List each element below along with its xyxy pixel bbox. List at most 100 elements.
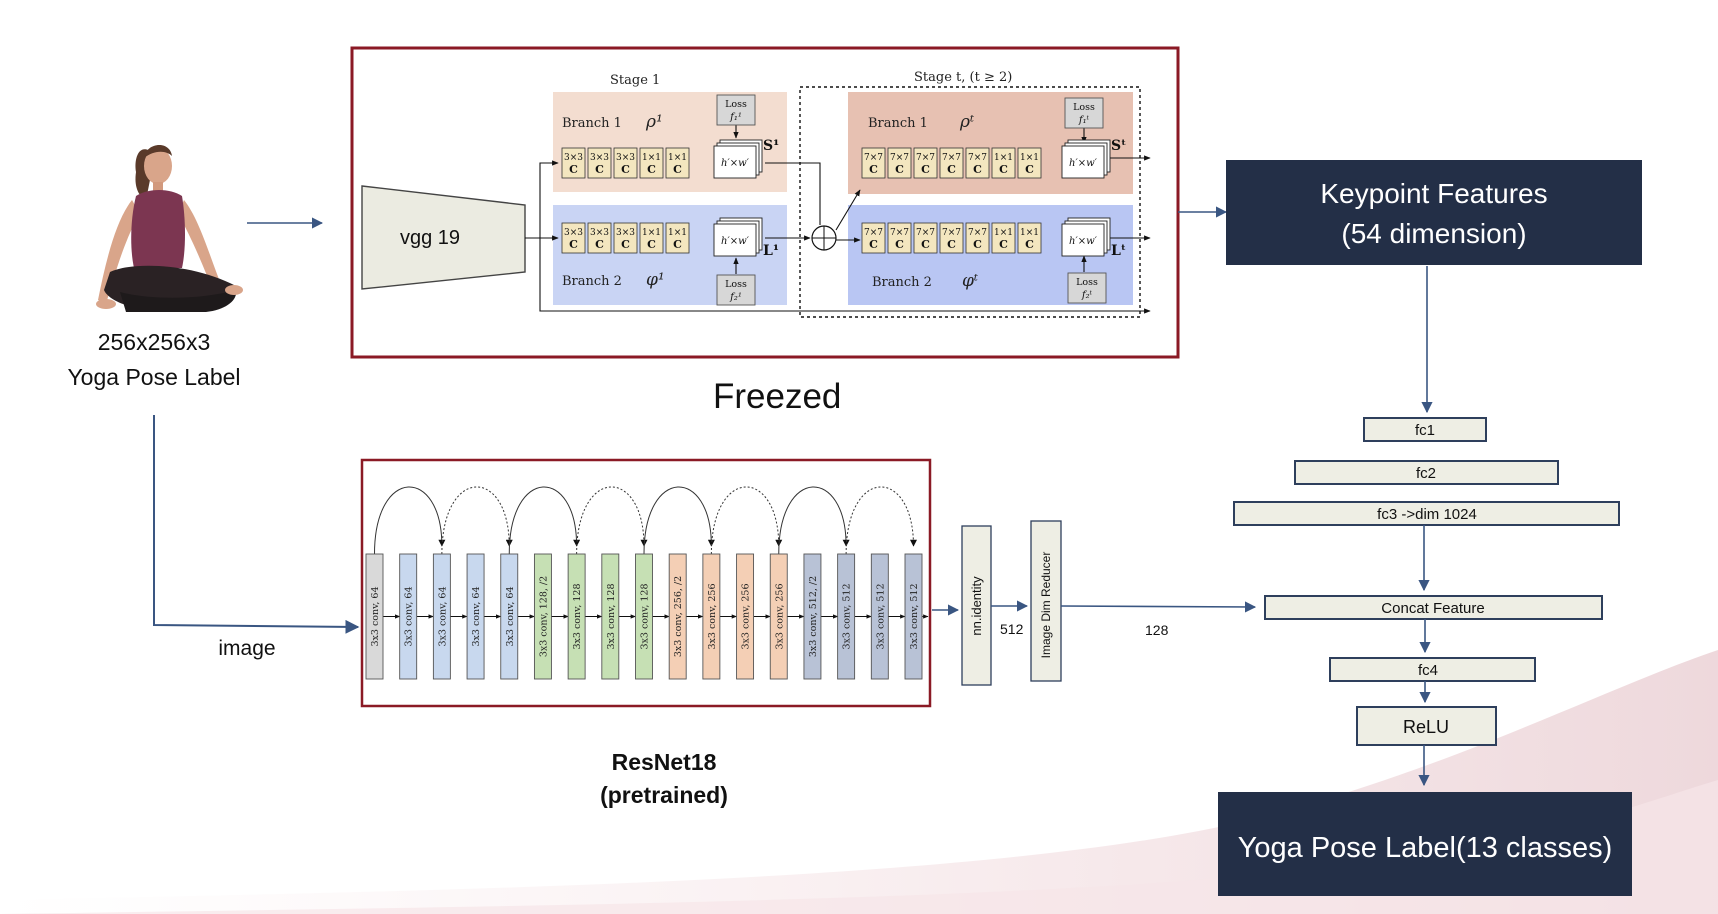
staget-branch2-conv-letter: C [1025, 238, 1034, 251]
resnet-layer: 3x3 conv, 64 [500, 553, 519, 680]
staget-branch1-conv-letter: C [895, 163, 904, 176]
resnet-layer-label: 3x3 conv, 512 [842, 583, 853, 649]
resnet-layer: 3x3 conv, 64 [399, 553, 418, 680]
stage1-s-map: h′×w′ [713, 139, 763, 179]
l1-label: L¹ [763, 243, 779, 259]
staget-branch2-kernel-label: 1×1 [994, 228, 1013, 238]
staget-s-map-label: h′×w′ [1069, 158, 1098, 169]
reducer-label: Image Dim Reducer [1039, 552, 1053, 659]
staget-branch2-conv-letter: C [895, 238, 904, 251]
staget-branch2-label: Branch 2 [872, 275, 932, 290]
vgg-label: vgg 19 [400, 227, 460, 249]
stage1-branch1-conv-block: 1×1C [665, 147, 690, 179]
resnet-layer: 3x3 conv, 128 [567, 553, 586, 680]
resnet-layer: 3x3 conv, 256 [736, 553, 755, 680]
image-to-resnet-arrow [153, 415, 360, 634]
staget-branch2-kernel-label: 7×7 [864, 228, 883, 238]
stage1-branch1-conv-block: 3×3C [561, 147, 586, 179]
input-dims: 256x256x3 [98, 329, 211, 355]
image-arrow-label: image [218, 637, 275, 660]
fc2-label: fc2 [1416, 465, 1436, 482]
stage1-branch1-kernel-label: 3×3 [564, 153, 583, 163]
staget-branch2-conv-block: 7×7C [965, 222, 990, 254]
staget-branch2-conv-block: 7×7C [887, 222, 912, 254]
fc4-label: fc4 [1418, 662, 1438, 679]
staget-branch1-conv-block: 1×1C [991, 147, 1016, 179]
staget-branch1-conv-block: 1×1C [1017, 147, 1042, 179]
staget-branch1-conv-letter: C [973, 163, 982, 176]
resnet-layer: 3x3 conv, 512, /2 [803, 553, 822, 680]
vgg-trapezoid [361, 185, 526, 290]
staget-branch1-conv-letter: C [869, 163, 878, 176]
resnet-layer-label: 3x3 conv, 256 [707, 583, 718, 649]
staget-branch1-kernel-label: 7×7 [890, 153, 909, 163]
resnet-layer: 3x3 conv, 512 [837, 553, 856, 680]
stage1-branch2-conv-block: 3×3C [587, 222, 612, 254]
stage1-branch2-symbol: φ¹ [646, 270, 665, 290]
stage1-branch2-conv-block: 3×3C [613, 222, 638, 254]
stage1-branch1-conv-letter: C [569, 163, 578, 176]
sum-node [811, 225, 837, 251]
staget-branch2-conv-block: 7×7C [861, 222, 886, 254]
stage1-branch2-kernel-label: 1×1 [668, 228, 687, 238]
stage1-branch2-conv-letter: C [621, 238, 630, 251]
openpose-flow-lines [525, 120, 1151, 314]
staget-branch1-kernel-label: 7×7 [864, 153, 883, 163]
staget-branch2-conv-letter: C [973, 238, 982, 251]
keypoint-line2: (54 dimension) [1341, 218, 1526, 249]
staget-branch1-kernel-label: 1×1 [994, 153, 1013, 163]
fc3-box [1233, 501, 1620, 526]
resnet-skip-connection [643, 486, 715, 555]
fc1-label: fc1 [1415, 422, 1435, 439]
stage1-branch2-kernel-label: 3×3 [590, 228, 609, 238]
concat-label: Concat Feature [1381, 600, 1484, 617]
staget-loss-s-label: Loss [1073, 102, 1095, 113]
staget-branch1-conv-letter: C [999, 163, 1008, 176]
resnet-layer: 3x3 conv, 128 [601, 553, 620, 680]
resnet-title: ResNet18 [612, 749, 717, 775]
staget-branch2-conv-letter: C [947, 238, 956, 251]
resnet-skip-connection [441, 486, 513, 555]
fc2-box [1294, 460, 1559, 485]
resnet-layer-label: 3x3 conv, 128, /2 [538, 576, 549, 657]
staget-branch1-label: Branch 1 [868, 116, 928, 131]
resnet-layer-label: 3x3 conv, 512, /2 [808, 576, 819, 657]
stage1-s-map-label: h′×w′ [721, 158, 750, 169]
stage1-loss-s-sub: f₁¹ [729, 112, 742, 123]
stage1-branch1-conv-letter: C [647, 163, 656, 176]
staget-branch2-kernel-label: 7×7 [916, 228, 935, 238]
staget-branch2-conv-block: 1×1C [991, 222, 1016, 254]
freezed-caption: Freezed [713, 377, 841, 416]
staget-branch2-kernel-label: 7×7 [942, 228, 961, 238]
staget-loss-l-sub: f₂ᵗ [1081, 290, 1093, 301]
staget-branch1-kernel-label: 7×7 [942, 153, 961, 163]
stage1-branch1-conv-block: 3×3C [587, 147, 612, 179]
stage1-loss-s-label: Loss [725, 99, 747, 110]
stage1-branch2-conv-block: 3×3C [561, 222, 586, 254]
staget-branch2-kernel-label: 7×7 [890, 228, 909, 238]
relu-label: ReLU [1403, 717, 1449, 737]
input-label: Yoga Pose Label [67, 364, 240, 390]
resnet-skip-connection [508, 486, 581, 555]
resnet-layer-label: 3x3 conv, 128 [572, 583, 583, 649]
resnet-layer-label: 3x3 conv, 128 [606, 583, 617, 649]
dim-512-label: 512 [1000, 621, 1024, 637]
stage1-branch1-conv-block: 1×1C [639, 147, 664, 179]
staget-branch2-conv-letter: C [999, 238, 1008, 251]
resnet-layer: 3x3 conv, 256 [702, 553, 721, 680]
resnet-layer-label: 3x3 conv, 512 [909, 583, 920, 649]
resnet-layer: 3x3 conv, 512 [904, 553, 923, 680]
resnet-layer-label: 3x3 conv, 64 [437, 587, 448, 647]
stage1-branch1-symbol: ρ¹ [645, 112, 663, 132]
staget-branch2-symbol: φᵗ [962, 271, 979, 291]
staget-branch1-symbol: ρᵗ [959, 112, 975, 132]
fc1-box [1363, 417, 1487, 442]
resnet-layer: 3x3 conv, 64 [466, 553, 485, 680]
staget-branch1-conv-letter: C [1025, 163, 1034, 176]
stage1-branch1-kernel-label: 3×3 [616, 153, 635, 163]
staget-branch2-conv-letter: C [921, 238, 930, 251]
resnet-layer: 3x3 conv, 512 [870, 553, 889, 680]
stage1-branch1-conv-letter: C [595, 163, 604, 176]
